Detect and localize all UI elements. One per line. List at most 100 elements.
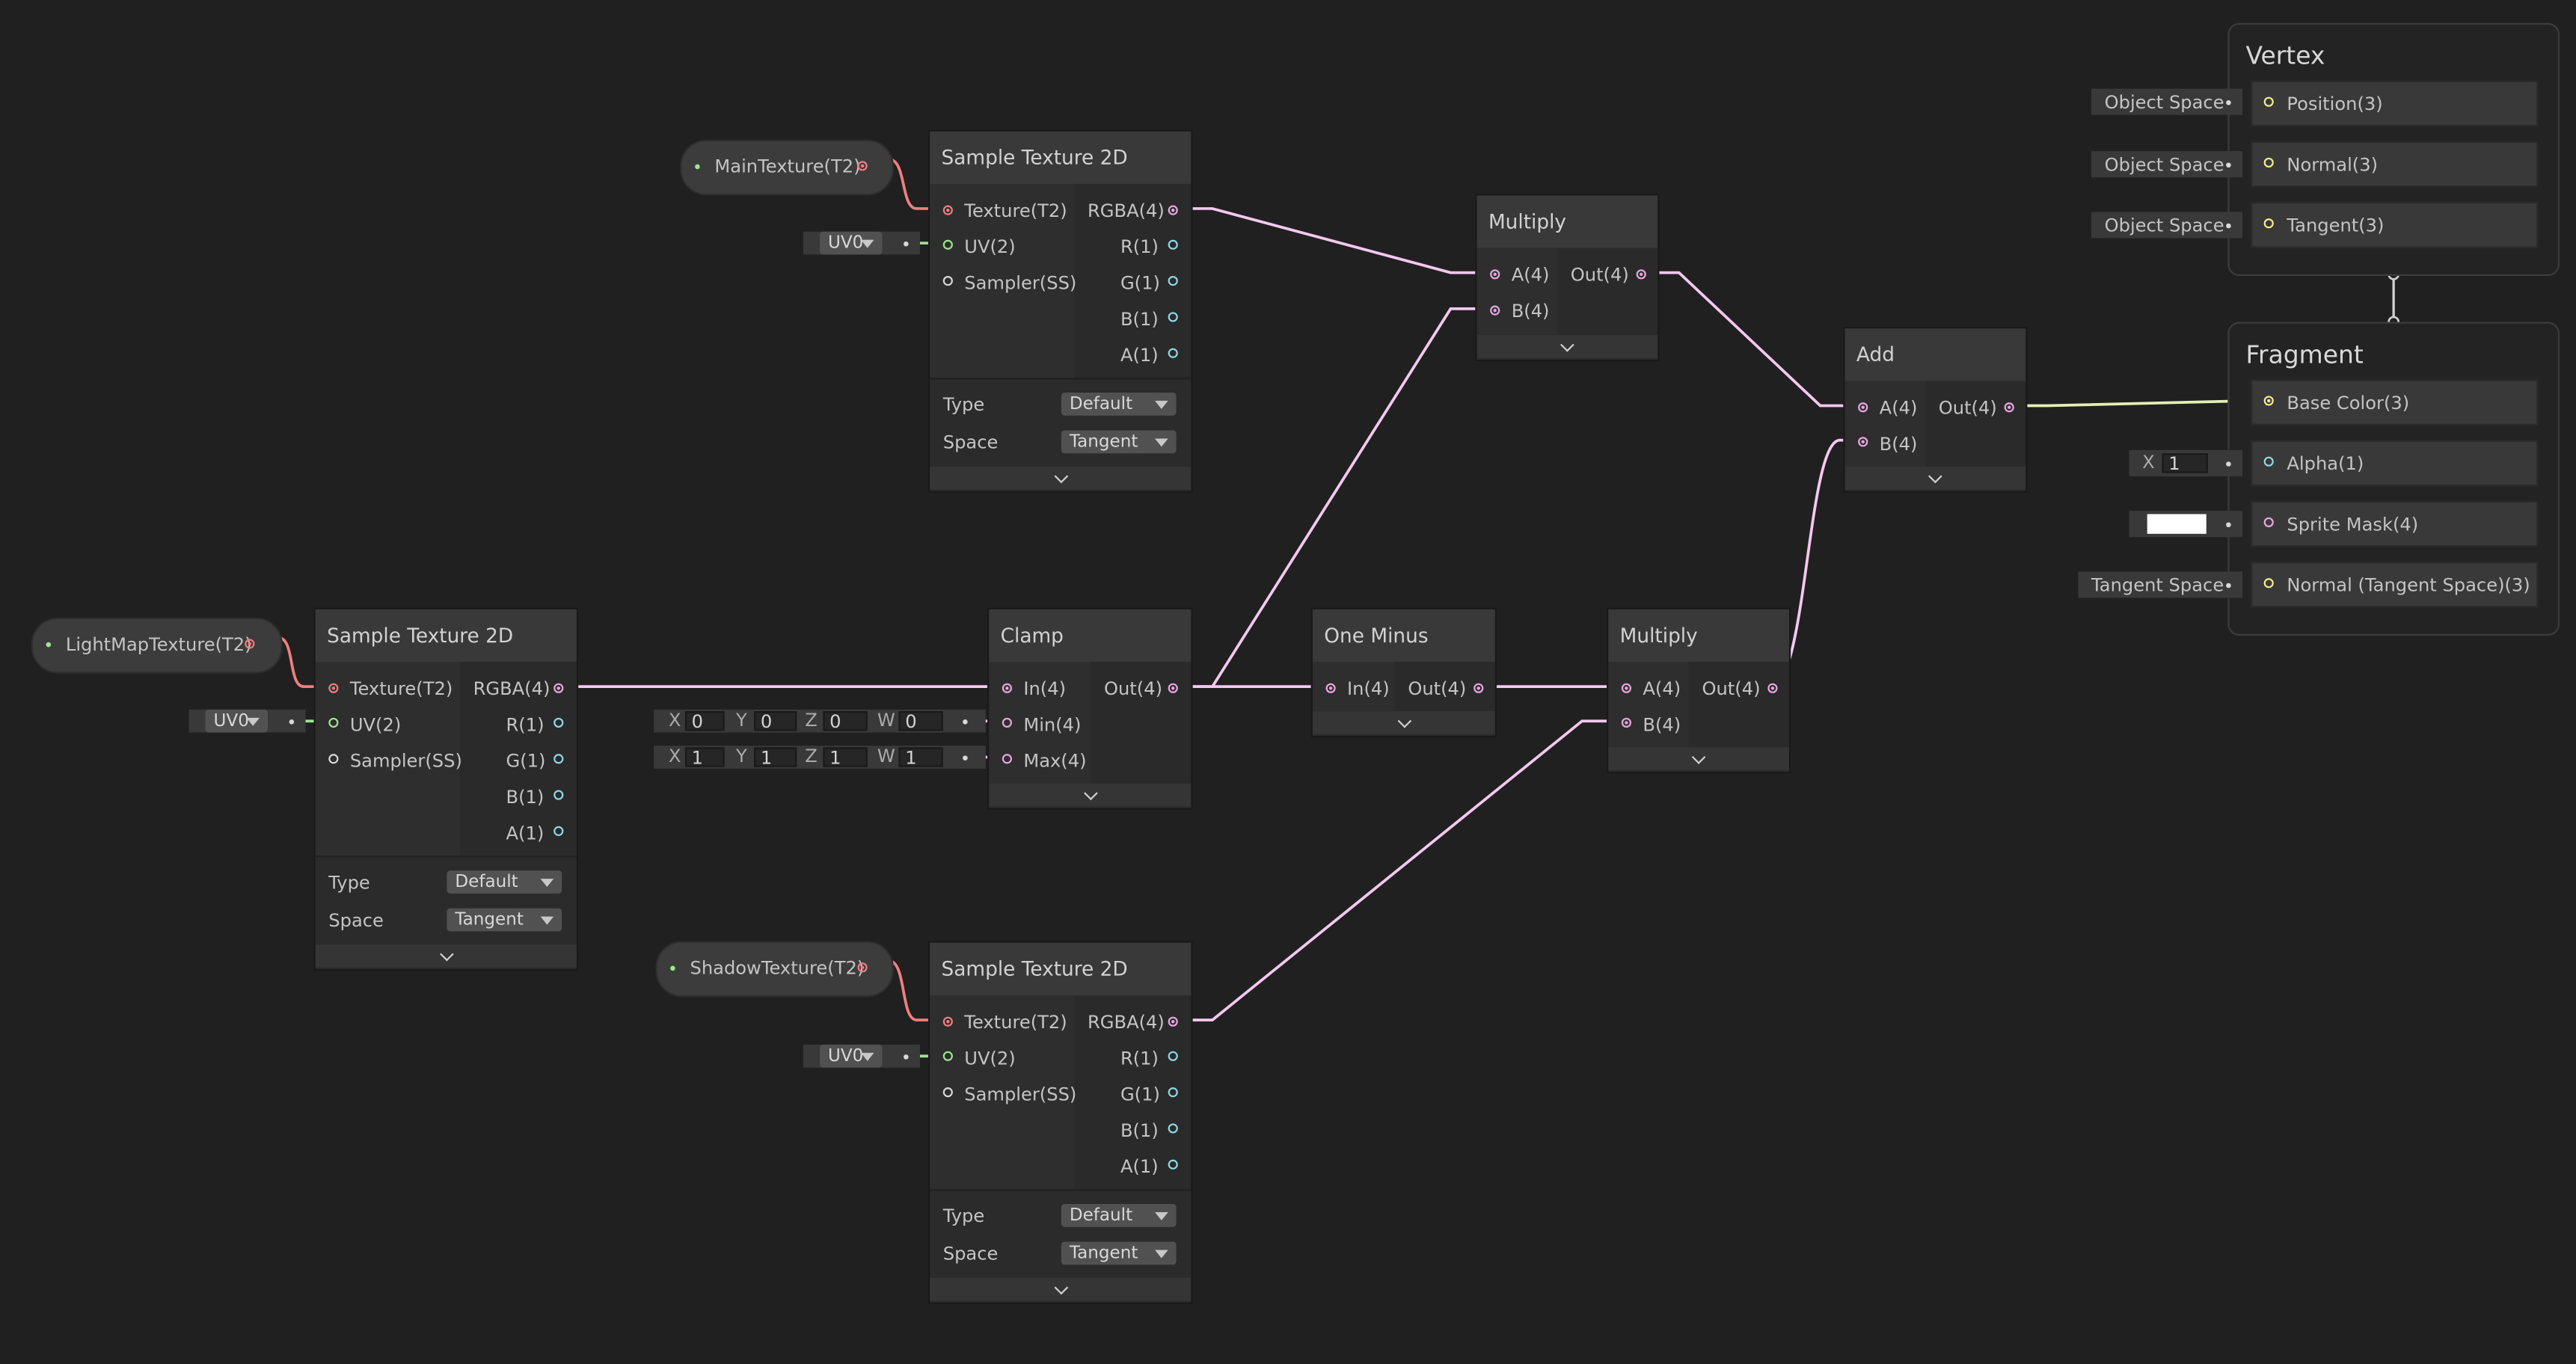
collapse-chevron[interactable] (930, 1277, 1192, 1301)
slot-alpha[interactable]: Alpha(1) (2251, 440, 2539, 487)
type-dropdown[interactable]: Default (1061, 392, 1177, 416)
max-z-field[interactable]: 1 (823, 747, 868, 768)
min-port[interactable] (1002, 717, 1012, 728)
space-dropdown[interactable]: Tangent (1061, 1241, 1177, 1265)
sampler-in-port[interactable] (942, 1087, 953, 1098)
max-port[interactable] (1002, 754, 1012, 764)
collapse-chevron[interactable] (989, 783, 1192, 807)
a-out-port[interactable] (553, 826, 564, 836)
uv-channel-dropdown[interactable]: UV0 (820, 231, 883, 255)
collapse-chevron[interactable] (1476, 335, 1658, 358)
r-out-port[interactable] (1168, 1051, 1178, 1061)
uv-in-port[interactable] (942, 1051, 953, 1061)
property-out-port[interactable] (245, 639, 255, 649)
r-out-port[interactable] (553, 717, 564, 728)
b-in-port[interactable] (1490, 305, 1500, 316)
min-y-field[interactable]: 0 (754, 711, 797, 731)
property-out-port[interactable] (857, 962, 868, 973)
sample-texture-node-lightmap[interactable]: Sample Texture 2D Texture(T2) UV(2) Samp… (313, 607, 579, 971)
multiply-node-bottom[interactable]: Multiply A(4) B(4) Out(4) (1607, 607, 1791, 774)
position-space-input[interactable]: Object Space (2091, 88, 2243, 115)
texture-in-port[interactable] (942, 205, 953, 215)
collapse-chevron[interactable] (1608, 747, 1789, 771)
property-main-texture[interactable]: MainTexture(T2) (680, 139, 894, 196)
space-dropdown[interactable]: Tangent (1061, 430, 1177, 454)
b-out-port[interactable] (1168, 312, 1178, 322)
r-out-port[interactable] (1168, 239, 1178, 250)
normal-port[interactable] (2263, 157, 2274, 168)
max-w-field[interactable]: 1 (898, 747, 943, 768)
slot-sprite-mask[interactable]: Sprite Mask(4) (2251, 500, 2539, 547)
min-x-field[interactable]: 0 (684, 711, 725, 731)
min-z-field[interactable]: 0 (823, 711, 868, 731)
tangent-port[interactable] (2263, 218, 2274, 229)
color-swatch[interactable] (2147, 514, 2207, 534)
in-port[interactable] (1325, 683, 1336, 693)
a-in-port[interactable] (1621, 683, 1632, 693)
out-port[interactable] (1168, 683, 1178, 693)
uv-channel-dropdown[interactable]: UV0 (205, 709, 269, 733)
a-in-port[interactable] (1858, 402, 1868, 413)
g-out-port[interactable] (553, 754, 564, 764)
out-port[interactable] (1473, 683, 1484, 693)
rgba-out-port[interactable] (553, 683, 564, 693)
uv-input-main[interactable]: UV0 (803, 231, 920, 255)
normal-space-input[interactable]: Object Space (2091, 151, 2243, 178)
uv-in-port[interactable] (328, 717, 339, 728)
b-in-port[interactable] (1858, 437, 1868, 447)
alpha-value-field[interactable]: 1 (2162, 453, 2208, 474)
g-out-port[interactable] (1168, 1087, 1178, 1098)
a-out-port[interactable] (1168, 348, 1178, 358)
collapse-chevron[interactable] (930, 466, 1192, 490)
property-lightmap-texture[interactable]: LightMapTexture(T2) (31, 617, 283, 674)
slot-normal-tangent[interactable]: Normal (Tangent Space)(3) (2251, 562, 2539, 608)
rgba-out-port[interactable] (1168, 1016, 1178, 1027)
property-out-port[interactable] (857, 161, 868, 171)
fragment-context[interactable]: Fragment Base Color(3) Alpha(1) Sprite M… (2227, 322, 2560, 636)
clamp-max-input[interactable]: X 1 Y 1 Z 1 W 1 (654, 746, 986, 769)
tangent-space-input[interactable]: Object Space (2091, 212, 2243, 239)
add-node[interactable]: Add A(4) B(4) Out(4) (1843, 327, 2028, 493)
out-port[interactable] (2004, 402, 2014, 413)
texture-in-port[interactable] (942, 1016, 953, 1027)
slot-position[interactable]: Position(3) (2251, 80, 2539, 127)
uv-input-lightmap[interactable]: UV0 (188, 709, 306, 733)
collapse-chevron[interactable] (1312, 711, 1495, 734)
collapse-chevron[interactable] (1844, 466, 2026, 490)
position-port[interactable] (2263, 96, 2274, 107)
a-in-port[interactable] (1490, 269, 1500, 280)
b-out-port[interactable] (553, 790, 564, 800)
max-x-field[interactable]: 1 (684, 747, 725, 768)
in-port[interactable] (1002, 683, 1012, 693)
out-port[interactable] (1636, 269, 1646, 280)
type-dropdown[interactable]: Default (1061, 1203, 1177, 1227)
type-dropdown[interactable]: Default (447, 870, 562, 894)
slot-tangent[interactable]: Tangent(3) (2251, 202, 2539, 248)
alpha-port[interactable] (2263, 456, 2274, 467)
clamp-node[interactable]: Clamp In(4) Min(4) Max(4) Out(4) (987, 607, 1193, 810)
sampler-in-port[interactable] (328, 754, 339, 764)
slot-base-color[interactable]: Base Color(3) (2251, 379, 2539, 426)
alpha-input[interactable]: X 1 (2129, 449, 2243, 476)
rgba-out-port[interactable] (1168, 205, 1178, 215)
sprite-mask-color-input[interactable] (2129, 511, 2243, 538)
slot-normal[interactable]: Normal(3) (2251, 141, 2539, 188)
normal-ts-port[interactable] (2263, 578, 2274, 589)
one-minus-node[interactable]: One Minus In(4) Out(4) (1310, 607, 1497, 738)
sample-texture-node-main[interactable]: Sample Texture 2D Texture(T2) UV(2) Samp… (927, 129, 1193, 493)
normal-space-fragment-input[interactable]: Tangent Space (2078, 571, 2243, 598)
b-in-port[interactable] (1621, 717, 1632, 728)
texture-in-port[interactable] (328, 683, 339, 693)
space-dropdown[interactable]: Tangent (447, 908, 562, 932)
sprite-mask-port[interactable] (2263, 517, 2274, 528)
property-shadow-texture[interactable]: ShadowTexture(T2) (655, 941, 894, 998)
max-y-field[interactable]: 1 (754, 747, 797, 768)
collapse-chevron[interactable] (315, 944, 577, 968)
uv-input-shadow[interactable]: UV0 (803, 1044, 920, 1068)
clamp-min-input[interactable]: X 0 Y 0 Z 0 W 0 (654, 709, 986, 733)
g-out-port[interactable] (1168, 275, 1178, 286)
multiply-node-top[interactable]: Multiply A(4) B(4) Out(4) (1475, 194, 1660, 362)
uv-channel-dropdown[interactable]: UV0 (820, 1044, 883, 1068)
sample-texture-node-shadow[interactable]: Sample Texture 2D Texture(T2) UV(2) Samp… (927, 941, 1193, 1304)
